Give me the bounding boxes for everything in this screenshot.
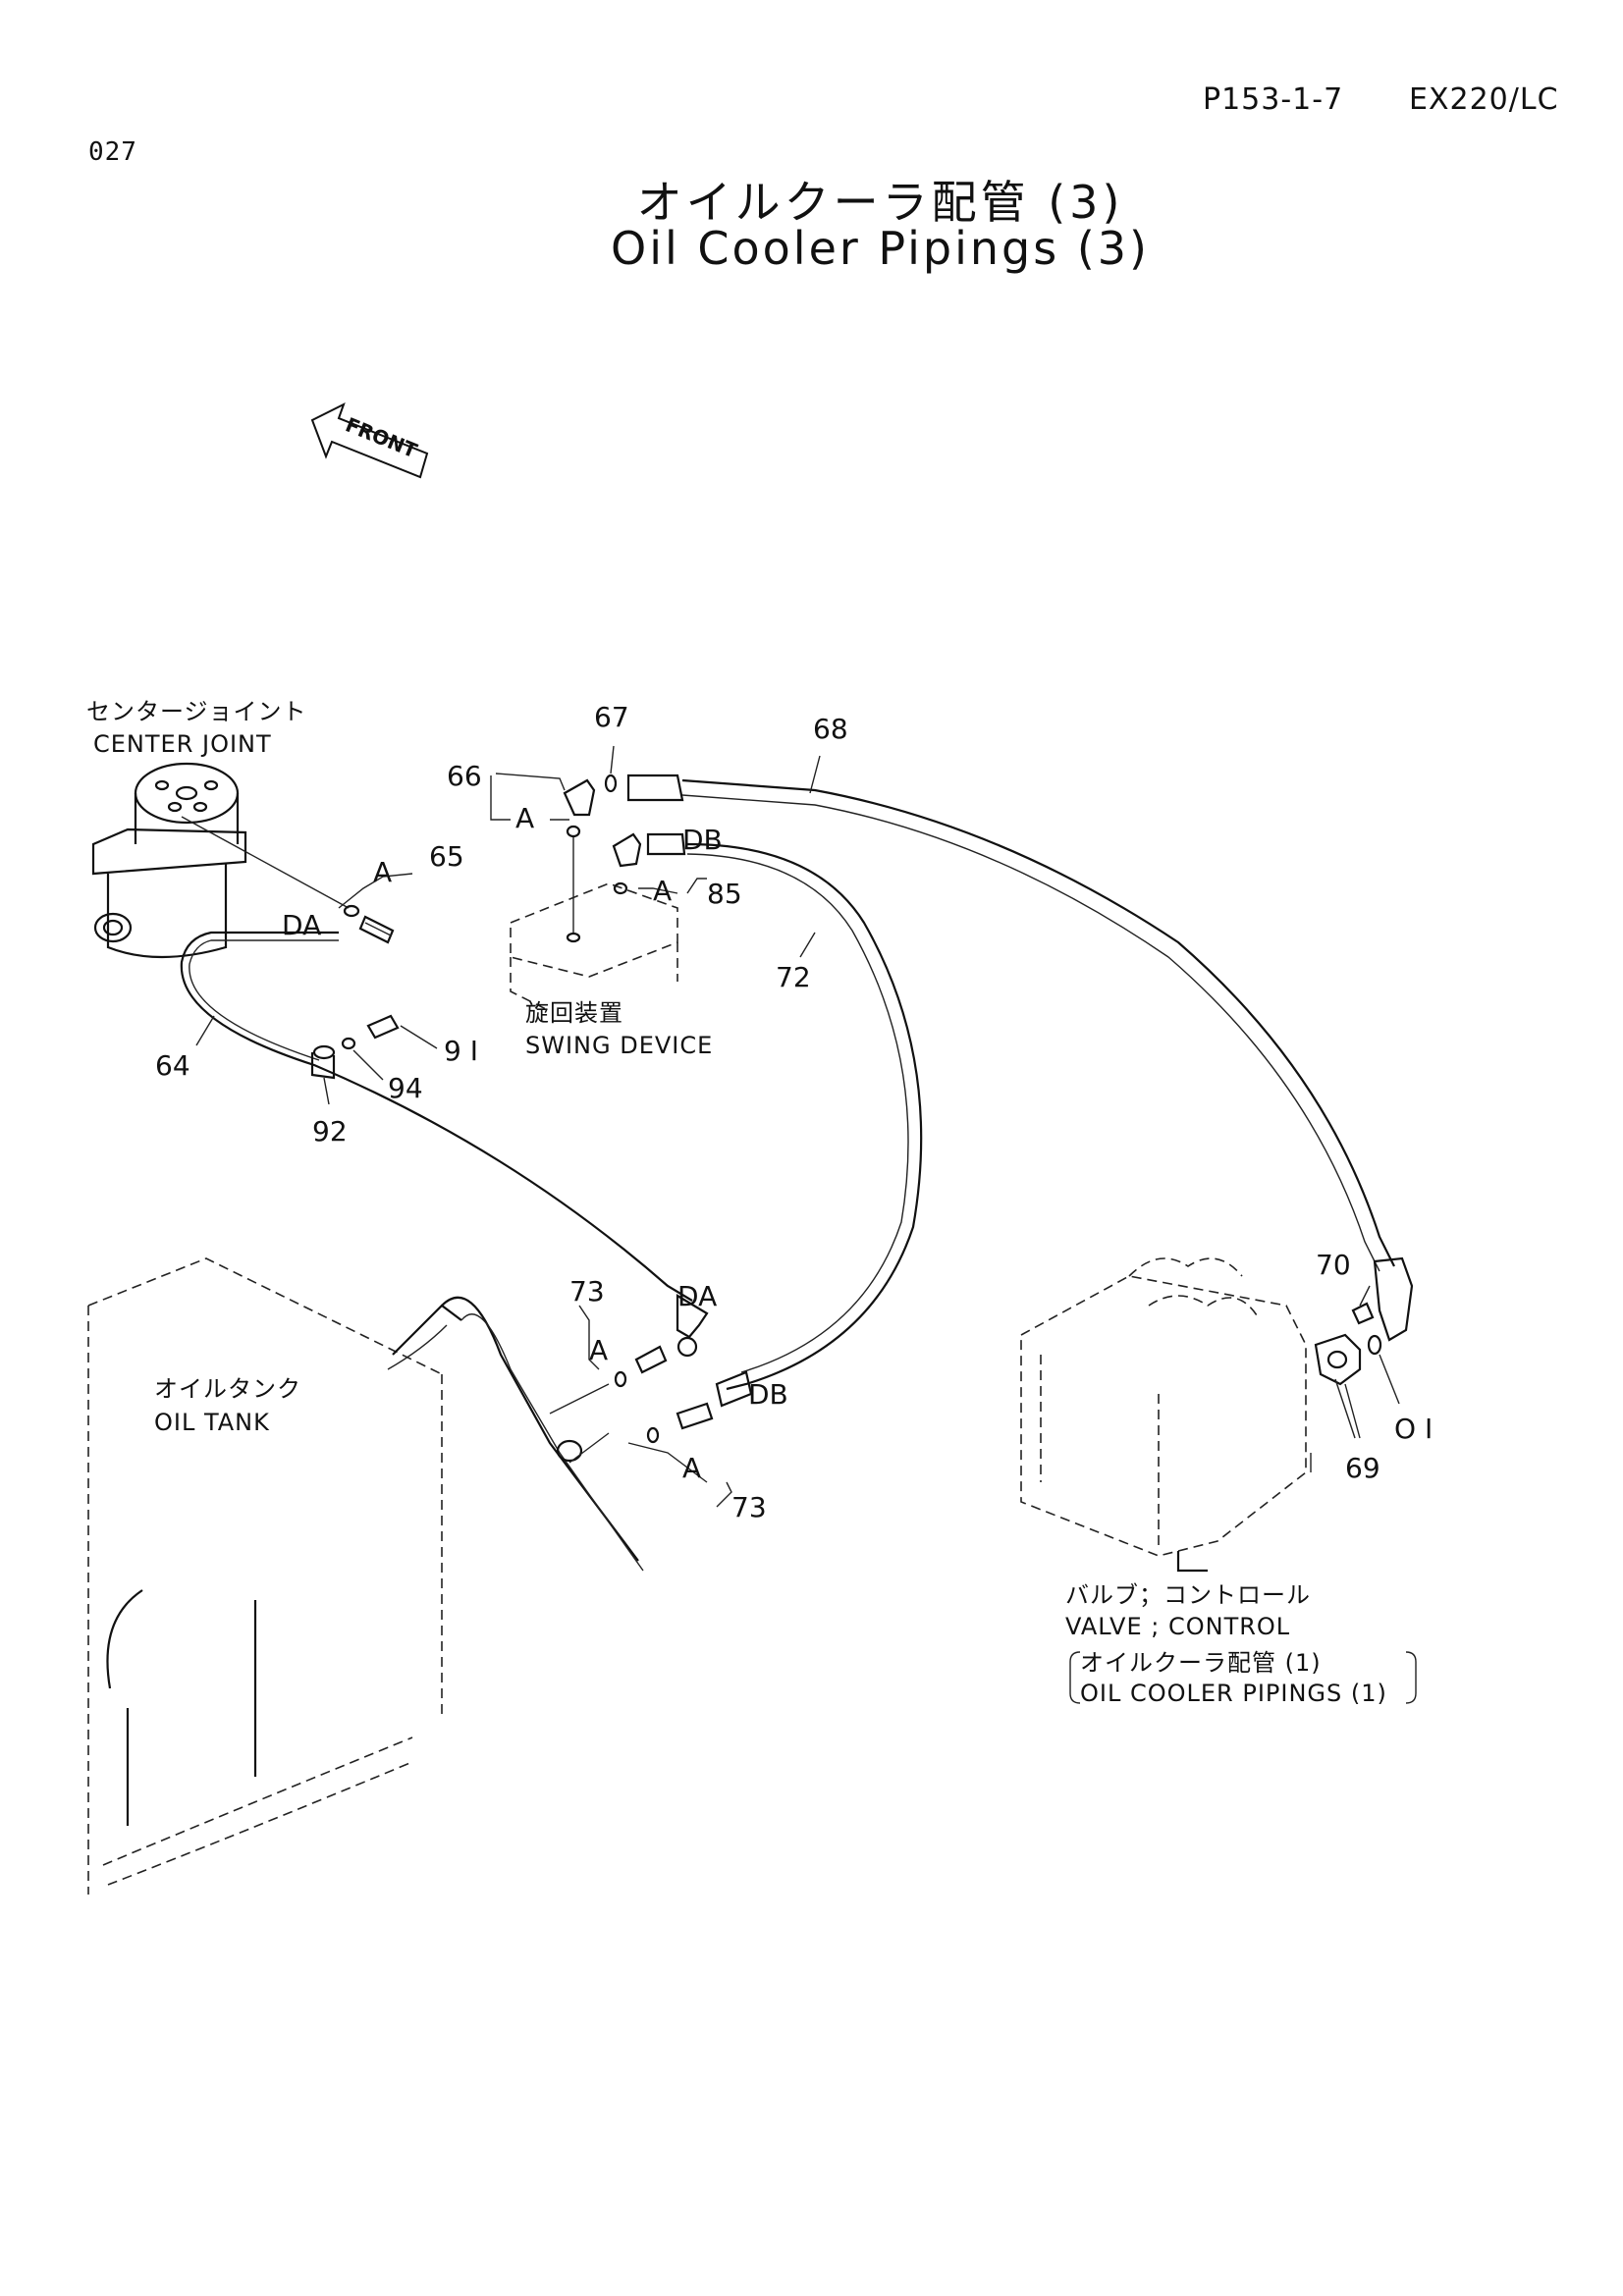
connection-code-db-2: DB	[748, 1378, 788, 1411]
part-number-85: 85	[707, 878, 742, 910]
connection-code-a-2: A	[515, 802, 534, 834]
connection-code-da-2: DA	[677, 1280, 717, 1312]
elbow-66	[563, 774, 618, 817]
control-valve-label-en: VALVE ; CONTROL	[1065, 1613, 1290, 1640]
swing-device-label-en: SWING DEVICE	[525, 1032, 713, 1059]
flange-69	[1314, 1302, 1382, 1386]
center-joint-label-ja: センタージョイント	[86, 698, 307, 725]
elbow-da	[676, 1294, 709, 1358]
control-valve-drawing	[1020, 1257, 1312, 1573]
connection-code-a-3: A	[653, 875, 672, 907]
model-code: EX220/LC	[1409, 82, 1559, 117]
connection-code-a-4: A	[589, 1334, 608, 1366]
connection-code-da-1: DA	[282, 909, 321, 941]
part-number-69: 69	[1345, 1452, 1380, 1484]
connection-code-db-1: DB	[682, 824, 723, 856]
part-number-94: 94	[388, 1072, 423, 1104]
title-japanese: オイルクーラ配管 (3)	[636, 176, 1124, 229]
swing-device-label-ja: 旋回装置	[525, 999, 623, 1027]
fitting-73-upper	[614, 1345, 668, 1388]
part-number-66: 66	[447, 760, 482, 792]
center-joint-drawing	[91, 762, 350, 959]
hose-72	[686, 842, 923, 1391]
clamp-92	[310, 1044, 336, 1080]
fitting-db	[646, 1370, 753, 1444]
elbow-85	[612, 832, 686, 895]
fitting-65	[343, 904, 395, 944]
control-valve-label-ja: バルブ；コントロール	[1065, 1581, 1311, 1609]
part-number-92: 92	[312, 1115, 348, 1148]
oil-tank-drawing	[87, 1257, 644, 1895]
part-number-73-lower: 73	[731, 1491, 767, 1523]
part-number-73-upper: 73	[569, 1275, 605, 1308]
part-number-70: 70	[1316, 1249, 1351, 1281]
part-number-65: 65	[429, 840, 464, 873]
reference-label-en: OIL COOLER PIPINGS (1)	[1080, 1680, 1387, 1707]
part-number-68: 68	[813, 713, 848, 745]
reference-code: P153-1-7	[1203, 82, 1344, 117]
oil-tank-label-ja: オイルタンク	[154, 1375, 301, 1403]
part-number-91: 9 I	[444, 1035, 478, 1067]
part-number-67: 67	[594, 701, 629, 733]
oil-tank-label-en: OIL TANK	[154, 1409, 270, 1436]
connection-code-a: A	[373, 856, 392, 888]
title-english: Oil Cooler Pipings (3)	[611, 222, 1150, 275]
bolt-91	[341, 1014, 400, 1050]
reference-label-ja: オイルクーラ配管 (1)	[1080, 1649, 1322, 1677]
center-joint-label-en: CENTER JOINT	[93, 730, 272, 758]
hose-68	[626, 774, 1414, 1342]
connection-code-a-5: A	[682, 1452, 701, 1484]
swing-device-drawing	[510, 825, 678, 1012]
part-number-71: O I	[1394, 1413, 1433, 1445]
part-number-72: 72	[776, 961, 811, 993]
front-arrow-icon: FRONT	[310, 401, 429, 479]
part-number-64: 64	[155, 1049, 190, 1082]
page-number: 027	[88, 137, 137, 167]
